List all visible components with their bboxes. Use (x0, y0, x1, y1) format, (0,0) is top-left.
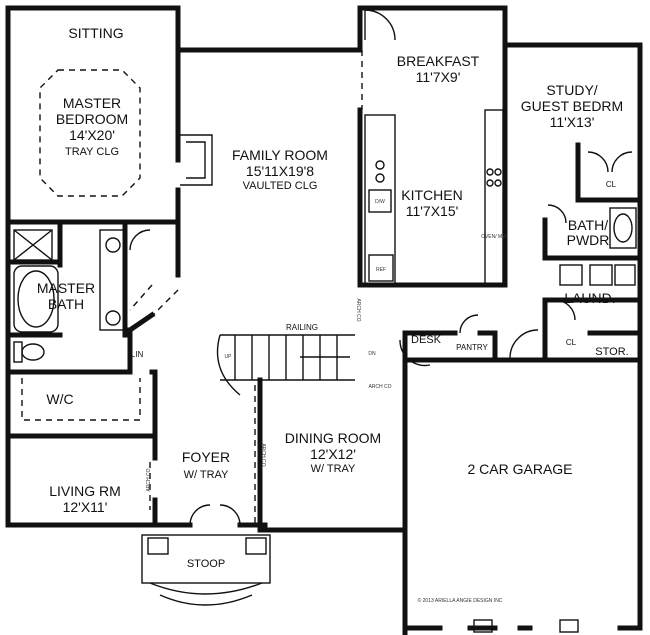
pantry-label: PANTRY (456, 343, 488, 352)
oven-label: OVEN/ MW (481, 234, 507, 240)
family-room-label: FAMILY ROOM (232, 147, 328, 163)
fixtures (13, 9, 637, 633)
foyer-note: W/ TRAY (184, 469, 229, 481)
master-bath-label: MASTER (37, 280, 95, 296)
study-closet-label: CL (606, 180, 617, 189)
bath-pwdr-label-2: PWDR (567, 232, 610, 248)
family-room-note: VAULTED CLG (243, 180, 318, 192)
dishwasher-label: D/W (375, 199, 385, 205)
kitchen-label: KITCHEN (401, 187, 462, 203)
master-bedroom-label-2: BEDROOM (56, 111, 128, 127)
breakfast-label: BREAKFAST (397, 53, 480, 69)
dining-room-size: 12'X12' (310, 446, 356, 462)
railing-label: RAILING (286, 323, 318, 332)
sitting-label: SITTING (68, 25, 123, 41)
annotation-labels: CL CL LIN D/W REF OVEN/ MW RAILING ARCH … (131, 180, 617, 604)
master-bedroom-size: 14'X20' (69, 127, 115, 143)
laundry-label: LAUND. (564, 290, 615, 306)
arch-co-label-4: ARCH CO (260, 443, 266, 466)
copyright-label: © 2013 ARIELLA ANGIE DESIGN INC (418, 597, 503, 604)
walls (5, 5, 643, 635)
refrigerator-label: REF (376, 267, 386, 273)
linen-label: LIN (131, 350, 144, 359)
storage-label: STOR. (595, 346, 628, 358)
study-size: 11'X13' (550, 114, 595, 130)
living-room-size: 12'X11' (63, 499, 108, 515)
laundry-closet-label: CL (566, 338, 577, 347)
living-room-label: LIVING RM (49, 483, 121, 499)
stairs-up-label: UP (225, 354, 233, 360)
family-room-size: 15'11X19'8 (246, 163, 314, 179)
bath-pwdr-label: BATH/ (568, 217, 608, 233)
master-bath-label-2: BATH (48, 296, 84, 312)
stairs-down-label: DN (368, 351, 376, 357)
room-labels: SITTING MASTER BEDROOM 14'X20' TRAY CLG … (37, 25, 629, 570)
desk-label: DESK (411, 334, 442, 346)
wc-label: W/C (46, 391, 73, 407)
arch-co-label-3: ARCH CO (146, 468, 152, 491)
foyer-label: FOYER (182, 449, 230, 465)
dining-room-note: W/ TRAY (311, 463, 356, 475)
master-bedroom-label: MASTER (63, 95, 121, 111)
arch-co-label-2: ARCH CO (355, 298, 361, 321)
master-bedroom-note: TRAY CLG (65, 146, 119, 158)
arch-co-label-1: ARCH CO (368, 384, 391, 390)
garage-label: 2 CAR GARAGE (467, 461, 572, 477)
dining-room-label: DINING ROOM (285, 430, 381, 446)
breakfast-size: 11'7X9' (416, 69, 461, 85)
stoop-label: STOOP (187, 558, 225, 570)
study-label-2: GUEST BEDRM (521, 98, 623, 114)
study-label: STUDY/ (546, 82, 597, 98)
kitchen-size: 11'7X15' (406, 203, 459, 219)
